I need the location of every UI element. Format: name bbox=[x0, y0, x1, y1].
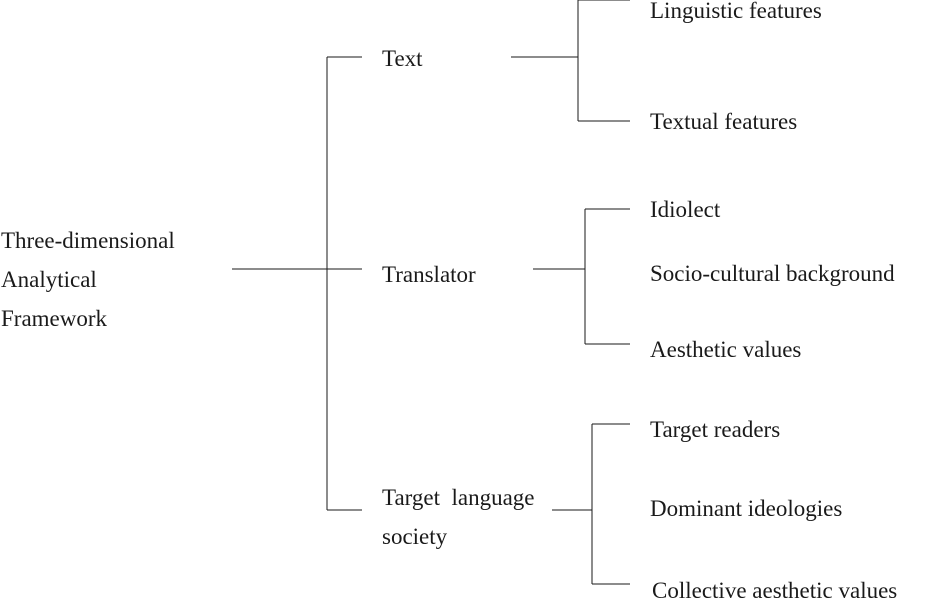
root-label-line: Framework bbox=[1, 306, 108, 331]
root-node: Three-dimensional Analytical Framework bbox=[1, 221, 175, 338]
leaf-target-readers: Target readers bbox=[650, 417, 781, 442]
leaf-textual-features: Textual features bbox=[650, 109, 798, 134]
branch-label-line: Target language bbox=[382, 485, 535, 510]
branch-target-language-society: Target language society bbox=[382, 478, 535, 556]
branch-text: Text bbox=[382, 46, 423, 71]
leaf-dominant-ideologies: Dominant ideologies bbox=[650, 496, 843, 521]
leaf-socio-cultural-background: Socio-cultural background bbox=[650, 261, 895, 286]
branch-translator: Translator bbox=[382, 262, 476, 287]
root-label-line: Three-dimensional bbox=[1, 228, 175, 253]
branch-label-line: society bbox=[382, 524, 448, 549]
leaf-idiolect: Idiolect bbox=[650, 197, 721, 222]
leaf-aesthetic-values: Aesthetic values bbox=[650, 337, 802, 362]
leaf-collective-aesthetic-values: Collective aesthetic values bbox=[652, 578, 898, 602]
leaf-linguistic-features: Linguistic features bbox=[650, 0, 822, 23]
root-label-line: Analytical bbox=[1, 267, 97, 292]
